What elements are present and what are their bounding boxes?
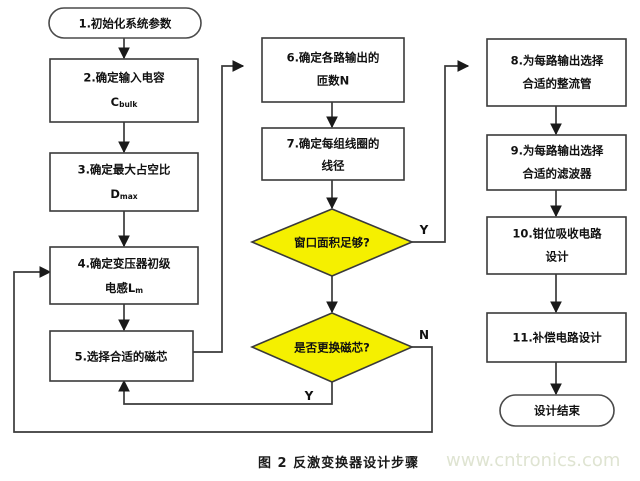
node-step-10-shape: [486, 216, 627, 275]
node-step-3-symbol: D: [110, 187, 120, 201]
node-decision-change-core-shape: [249, 312, 415, 383]
node-step-9-label-line2: 合适的滤波器: [523, 167, 592, 181]
node-step-3-shape: [49, 152, 199, 212]
node-step-4[interactable]: 4.确定变压器初级 电感Lm: [49, 246, 199, 305]
node-start-shape: [48, 7, 202, 39]
node-step-11[interactable]: 11.补偿电路设计: [486, 312, 627, 363]
node-step-2-label-line2: Cbulk: [111, 95, 139, 110]
node-step-11-shape: [486, 312, 627, 363]
node-step-8-label-line2: 合适的整流管: [523, 77, 592, 91]
node-step-6[interactable]: 6.确定各路输出的 匝数N: [261, 37, 405, 103]
node-decision-window-area-label: 窗口面积足够?: [294, 236, 370, 250]
node-decision-change-core-label: 是否更换磁芯?: [293, 341, 370, 355]
node-step-10[interactable]: 10.钳位吸收电路 设计: [486, 216, 627, 275]
edge-d2-no-to-4: [13, 266, 433, 433]
node-step-8-label-line1: 8.为每路输出选择: [511, 54, 604, 68]
node-step-2-subscript: bulk: [119, 100, 138, 109]
node-step-9-label-line1: 9.为每路输出选择: [511, 144, 604, 158]
node-step-7[interactable]: 7.确定每组线圈的 线径: [261, 127, 405, 181]
node-step-2-shape: [49, 58, 199, 123]
edge-d2-yes-to-5: [118, 379, 333, 405]
node-step-8[interactable]: 8.为每路输出选择 合适的整流管: [486, 38, 627, 107]
node-step-2-symbol: C: [111, 95, 119, 109]
node-decision-window-area[interactable]: 窗口面积足够?: [249, 208, 415, 277]
node-end[interactable]: 设计结束: [499, 394, 615, 427]
watermark-text: www.cntronics.com: [446, 450, 621, 471]
node-end-shape: [499, 394, 615, 427]
branch-label-d2-no: N: [419, 328, 429, 342]
connectors: [13, 38, 562, 433]
node-step-6-label-line2: 匝数N: [317, 74, 350, 88]
node-end-label: 设计结束: [534, 404, 580, 418]
node-step-7-label-line2: 线径: [322, 159, 345, 173]
node-step-3[interactable]: 3.确定最大占空比 Dmax: [49, 152, 199, 212]
node-step-5-label: 5.选择合适的磁芯: [75, 350, 168, 364]
node-step-4-subscript: m: [135, 286, 143, 295]
branch-label-d1-yes: Y: [419, 223, 429, 237]
node-step-3-label-line1: 3.确定最大占空比: [78, 163, 171, 177]
figure-caption: 图 2 反激变换器设计步骤: [258, 456, 420, 471]
node-step-10-label-line1: 10.钳位吸收电路: [512, 227, 602, 241]
node-step-7-label-line1: 7.确定每组线圈的: [287, 137, 380, 151]
edge-d1-yes-to-8: [412, 60, 470, 243]
node-step-4-label-line1: 4.确定变压器初级: [78, 257, 171, 271]
node-step-6-label-line1: 6.确定各路输出的: [287, 51, 380, 65]
edge-5-to-6: [193, 60, 245, 353]
node-step-7-shape: [261, 127, 405, 181]
node-step-9[interactable]: 9.为每路输出选择 合适的滤波器: [486, 134, 627, 191]
node-step-8-shape: [486, 38, 627, 107]
node-step-2-label-line1: 2.确定输入电容: [83, 71, 165, 85]
node-step-6-shape: [261, 37, 405, 103]
node-decision-window-area-shape: [249, 208, 415, 277]
node-decision-change-core[interactable]: 是否更换磁芯?: [249, 312, 415, 383]
node-step-5[interactable]: 5.选择合适的磁芯: [49, 330, 194, 382]
node-step-3-subscript: max: [120, 192, 138, 201]
branch-label-d2-yes: Y: [304, 389, 314, 403]
node-step-4-shape: [49, 246, 199, 305]
node-start[interactable]: 1.初始化系统参数: [48, 7, 202, 39]
node-step-9-shape: [486, 134, 627, 191]
node-step-2[interactable]: 2.确定输入电容 Cbulk: [49, 58, 199, 123]
node-step-4-label-line2: 电感Lm: [105, 281, 143, 296]
node-step-11-label: 11.补偿电路设计: [512, 331, 602, 345]
node-step-4-symbol: 电感L: [105, 281, 136, 295]
node-step-5-shape: [49, 330, 194, 382]
node-step-3-label-line2: Dmax: [110, 187, 137, 202]
node-step-10-label-line2: 设计: [546, 250, 569, 264]
node-start-label: 1.初始化系统参数: [79, 17, 172, 31]
